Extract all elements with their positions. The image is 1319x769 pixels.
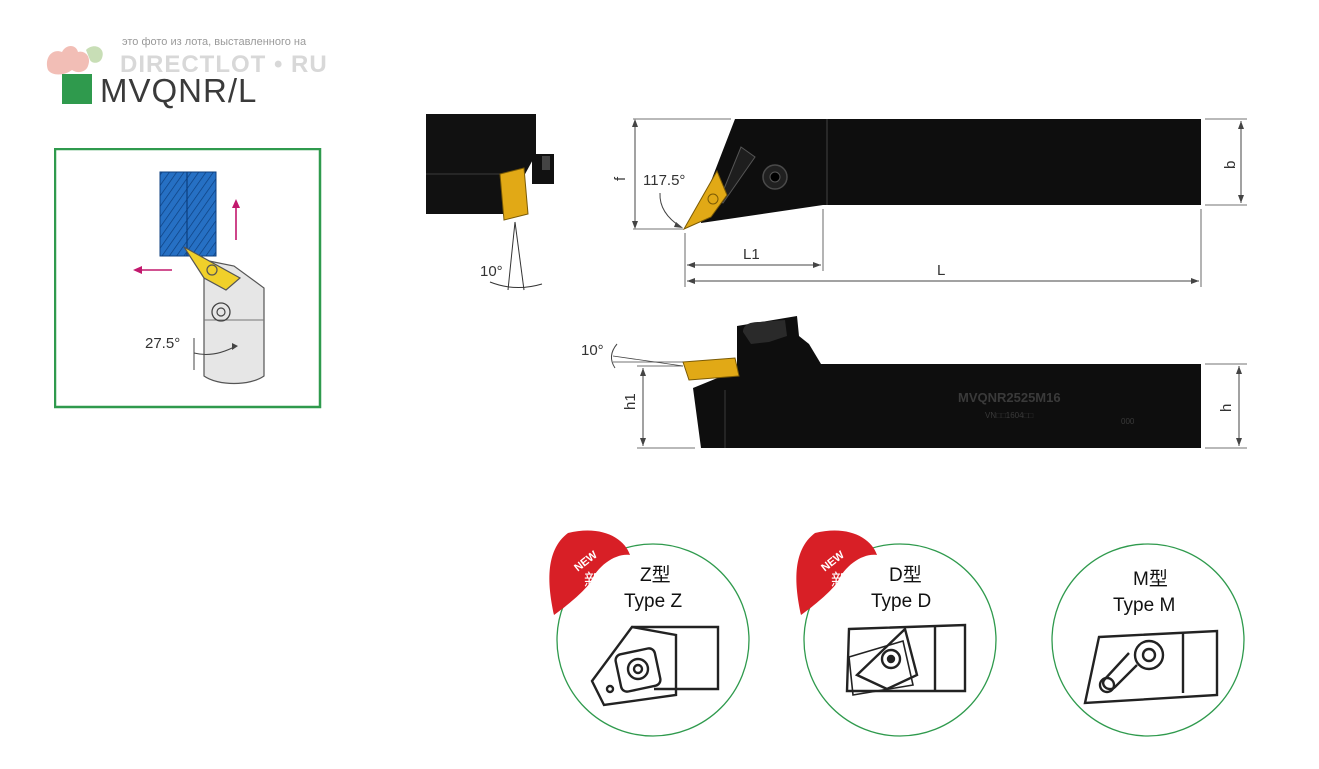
dim-L1-label: L1	[743, 246, 760, 263]
shank-insert-marking: VN□□1604□□	[985, 411, 1033, 420]
watermark-logo-icon	[46, 46, 103, 75]
lead-angle-label: 117.5°	[643, 172, 685, 189]
new-badge-cn: 新	[584, 571, 602, 592]
type-d-card: NEW 新 D型 Type D	[796, 530, 997, 737]
feed-arrow-up-icon	[232, 199, 240, 240]
type-z-card: NEW 新 Z型 Type Z	[549, 530, 750, 737]
type-z-cn-label: Z型	[640, 564, 671, 586]
clearance-angle-side-label: 10°	[581, 342, 604, 359]
clamp-m-icon	[1083, 629, 1219, 705]
watermark-note: это фото из лота, выставленного на	[122, 36, 307, 48]
type-d-cn-label: D型	[889, 564, 922, 586]
workpiece	[159, 171, 217, 257]
insert-top-view	[183, 246, 242, 291]
dim-h-label: h	[1218, 404, 1235, 412]
dim-f-label: f	[612, 176, 629, 181]
new-badge-icon: NEW 新	[549, 530, 630, 615]
dim-h1-label: h1	[622, 393, 639, 410]
clearance-angle-top-label: 10°	[480, 263, 503, 280]
title-square-icon	[62, 74, 92, 104]
clamp-z-icon	[590, 625, 720, 707]
shank-model-marking: MVQNR2525M16	[958, 390, 1061, 405]
front-end-view: 10°	[426, 114, 554, 291]
watermark-brand: DIRECTLOT • RU	[120, 51, 328, 78]
type-m-cn-label: M型	[1133, 568, 1168, 590]
holder-plan-view: f 117.5° b L1 L	[612, 118, 1247, 287]
shank-tiny-marking: 000	[1121, 417, 1135, 426]
new-badge-cn: 新	[831, 571, 849, 592]
dim-L-label: L	[937, 262, 945, 279]
machining-scheme-panel: 27.5°	[54, 148, 322, 409]
type-m-card: M型 Type M	[1051, 543, 1245, 737]
approach-angle-label: 27.5°	[145, 335, 180, 352]
new-badge-icon: NEW 新	[796, 530, 877, 615]
holder-side-view: MVQNR2525M16 VN□□1604□□ 000 10° h1 h	[581, 316, 1247, 449]
type-m-label: Type M	[1113, 595, 1175, 616]
page-title: MVQNR/L	[100, 72, 258, 109]
dim-b-label: b	[1222, 161, 1239, 169]
clamp-d-icon	[845, 623, 967, 696]
type-z-label: Type Z	[624, 591, 682, 612]
type-d-label: Type D	[871, 591, 931, 612]
feed-arrow-left-icon	[133, 266, 172, 274]
